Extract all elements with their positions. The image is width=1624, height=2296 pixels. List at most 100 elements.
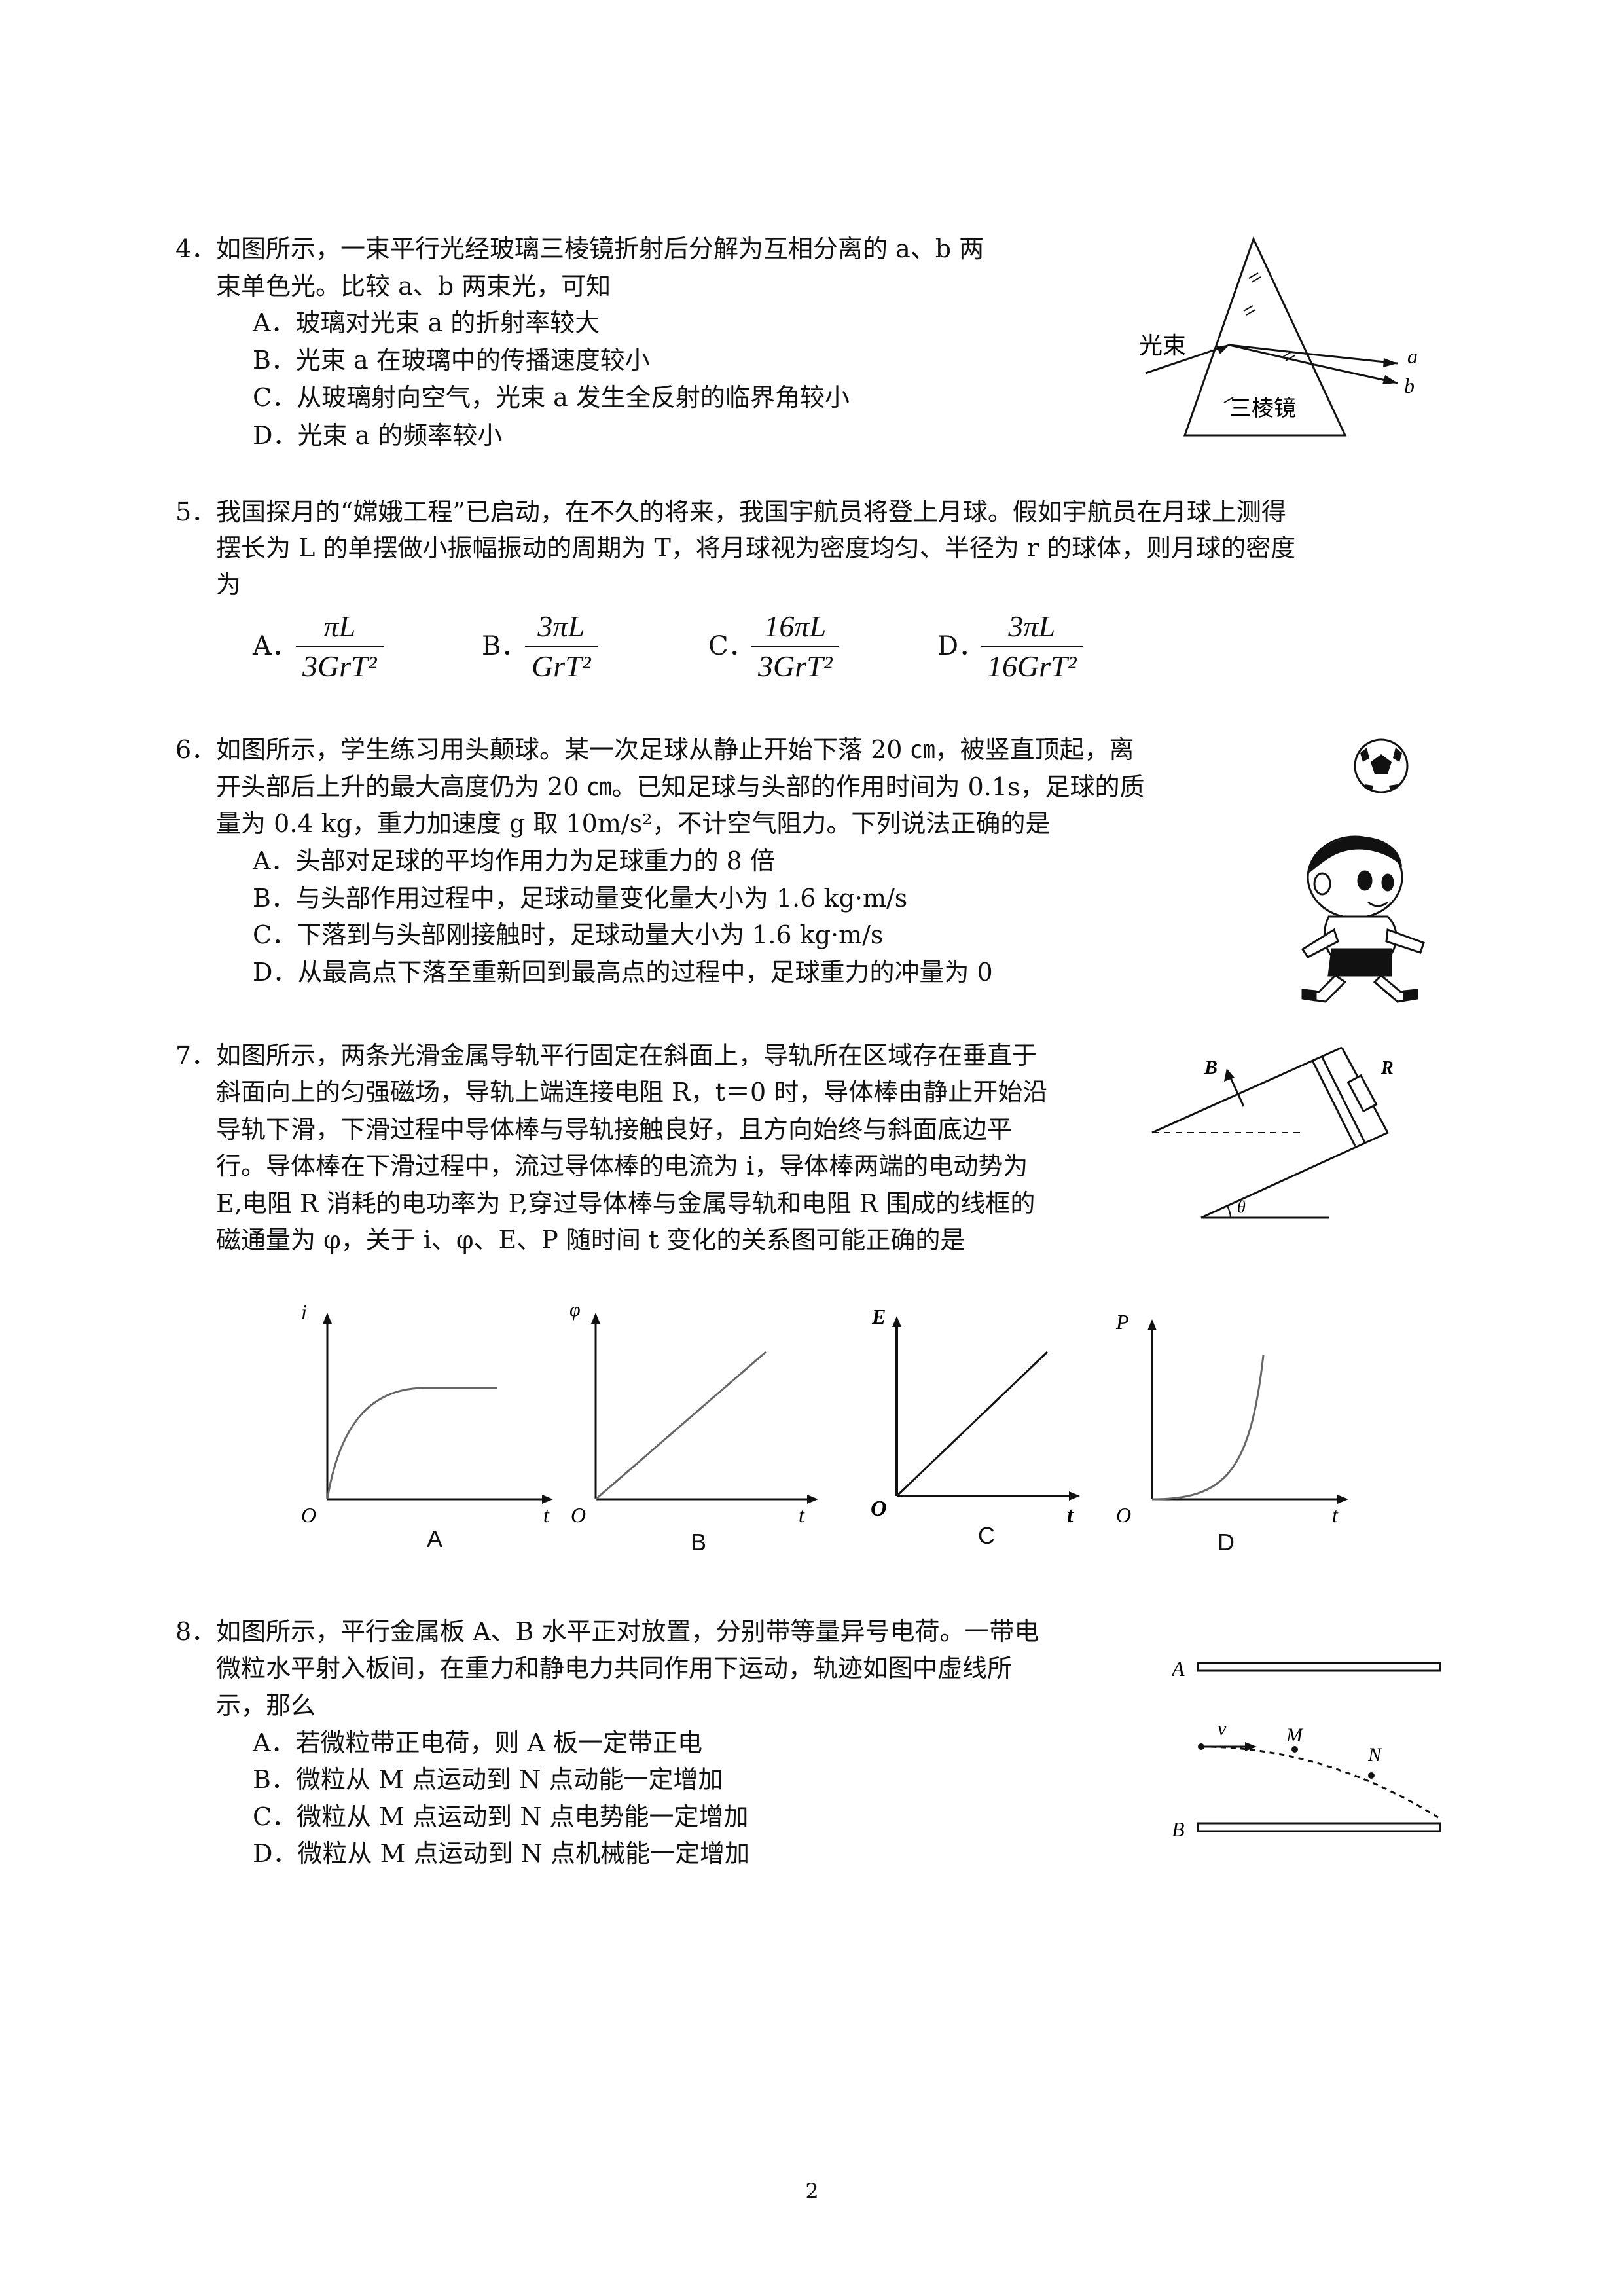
- y-label: P: [1115, 1310, 1129, 1334]
- x-label: t: [1332, 1503, 1339, 1525]
- refracted-ray: [1229, 344, 1315, 366]
- option-a: A．玻璃对光束 a 的折射率较大: [253, 308, 600, 337]
- question-number: 4．: [175, 234, 217, 263]
- question-text: 示，那么: [216, 1691, 316, 1720]
- arrow-icon: [807, 1495, 818, 1504]
- trajectory: [1200, 1745, 1441, 1820]
- arrow-icon: [1224, 1068, 1235, 1082]
- student-icon: [1301, 835, 1425, 1003]
- y-label: i: [301, 1303, 307, 1324]
- question-number: 7．: [175, 1041, 217, 1070]
- question-text: 导轨下滑，下滑过程中导体棒与导轨接触良好，且方向始终与斜面底边平: [216, 1115, 1013, 1144]
- x-label: t: [543, 1503, 550, 1525]
- arrow-icon: [1216, 345, 1229, 354]
- arrow-icon: [591, 1313, 600, 1324]
- option-b: B．微粒从 M 点运动到 N 点动能一定增加: [253, 1765, 723, 1794]
- light-label: 光束: [1139, 333, 1186, 359]
- particle: [1198, 1743, 1204, 1750]
- question-text: 如图所示，一束平行光经玻璃三棱镜折射后分解为互相分离的 a、b 两: [216, 234, 984, 263]
- graph-a-caption: A: [427, 1525, 443, 1552]
- point-m: [1291, 1746, 1298, 1753]
- angle-theta-label: θ: [1237, 1197, 1246, 1216]
- numerator: πL: [296, 608, 384, 647]
- question-number: 6．: [175, 735, 217, 764]
- rail-lower: [1200, 1131, 1388, 1219]
- question-text: 摆长为 L 的单摆做小振幅振动的周期为 T，将月球视为密度均匀、半径为 r 的球…: [216, 534, 1296, 562]
- graph-a: i O t: [301, 1303, 553, 1525]
- plate-b: [1197, 1822, 1441, 1832]
- curve: [1151, 1355, 1265, 1501]
- heading-ball-figure: [1301, 738, 1425, 1003]
- question-text: 如图所示，平行金属板 A、B 水平正对放置，分别带等量异号电荷。一带电: [216, 1617, 1039, 1646]
- conductor-rod: [1321, 1057, 1366, 1143]
- denominator: 3GrT²: [758, 649, 833, 683]
- plate-b-label: B: [1172, 1817, 1185, 1841]
- x-label: t: [1067, 1503, 1074, 1525]
- ray-b-label: b: [1404, 374, 1415, 397]
- arrow-icon: [542, 1495, 553, 1504]
- option-a-label: A．: [253, 631, 298, 661]
- arrow-icon: [323, 1313, 332, 1324]
- graph-b-caption: B: [691, 1529, 707, 1556]
- question-text: E,电阻 R 消耗的电功率为 P,穿过导体棒与金属导轨和电阻 R 围成的线框的: [216, 1189, 1036, 1218]
- question-text: 微粒水平射入板间，在重力和静电力共同作用下运动，轨迹如图中虚线所: [216, 1654, 1013, 1683]
- prism-figure: 光束 三棱镜 a b: [1139, 236, 1418, 437]
- point-n: [1368, 1772, 1375, 1779]
- ray-a-label: a: [1407, 344, 1418, 368]
- question-text: 量为 0.4 kg，重力加速度 g 取 10m/s²，不计空气阻力。下列说法正确…: [216, 809, 1051, 838]
- arrow-icon: [1382, 375, 1398, 384]
- option-d: D．微粒从 M 点运动到 N 点机械能一定增加: [253, 1839, 749, 1868]
- rail-upper: [1151, 1046, 1343, 1134]
- arrow-icon: [1337, 1495, 1348, 1504]
- parallel-plates-figure: A B v M N: [1172, 1657, 1441, 1841]
- conductor-rod: [1311, 1060, 1356, 1146]
- arrow-icon: [1383, 358, 1398, 367]
- m-label: M: [1286, 1724, 1304, 1746]
- graph-c-caption: C: [978, 1522, 995, 1549]
- question-text: 我国探月的“嫦娥工程”已启动，在不久的将来，我国宇航员将登上月球。假如宇航员在月…: [216, 498, 1286, 526]
- graph-d-caption: D: [1218, 1529, 1235, 1556]
- arrow-icon: [1147, 1319, 1157, 1330]
- question-number: 5．: [175, 498, 217, 526]
- question-text: 为: [216, 570, 242, 599]
- soccer-ball-icon: [1354, 738, 1409, 793]
- option-b: B．光束 a 在玻璃中的传播速度较小: [253, 346, 650, 374]
- prism-triangle: [1183, 236, 1347, 437]
- refracted-ray: [1229, 344, 1311, 355]
- origin-label: O: [871, 1497, 887, 1521]
- ray-a: [1310, 353, 1398, 365]
- plate-a: [1197, 1662, 1441, 1672]
- question-text: 束单色光。比较 a、b 两束光，可知: [216, 272, 611, 301]
- option-a-fraction: πL 3GrT²: [296, 608, 384, 685]
- origin-label: O: [571, 1503, 586, 1525]
- x-label: t: [799, 1503, 805, 1525]
- curve: [895, 1351, 1049, 1497]
- curve: [595, 1351, 767, 1501]
- denominator: GrT²: [532, 649, 591, 683]
- arrow-icon: [892, 1316, 901, 1327]
- resistor-r-label: R: [1380, 1058, 1394, 1078]
- arrow-icon: [1245, 1742, 1257, 1751]
- graph-b: φ O t: [569, 1299, 818, 1525]
- v-label: v: [1218, 1718, 1227, 1740]
- denominator: 16GrT²: [987, 649, 1077, 683]
- plate-a-label: A: [1172, 1657, 1185, 1681]
- option-c: C．从玻璃射向空气，光束 a 发生全反射的临界角较小: [253, 383, 850, 412]
- option-d: D．光束 a 的频率较小: [253, 421, 503, 450]
- option-c-label: C．: [708, 631, 755, 661]
- question-text: 行。导体棒在下滑过程中，流过导体棒的电流为 i，导体棒两端的电动势为: [216, 1152, 1028, 1180]
- denominator: 3GrT²: [302, 649, 377, 683]
- option-b-label: B．: [482, 631, 528, 661]
- angle-arc: [1227, 1205, 1231, 1218]
- page-number: 2: [805, 2179, 819, 2204]
- origin-label: O: [301, 1503, 316, 1525]
- graph-c: E O t: [871, 1305, 1080, 1525]
- curve: [326, 1387, 497, 1500]
- origin-label: O: [1116, 1503, 1131, 1525]
- question-text: 如图所示，两条光滑金属导轨平行固定在斜面上，导轨所在区域存在垂直于: [216, 1041, 1038, 1070]
- question-text: 斜面向上的匀强磁场，导轨上端连接电阻 R，t＝0 时，导体棒由静止开始沿: [216, 1078, 1048, 1106]
- option-b: B．与头部作用过程中，足球动量变化量大小为 1.6 kg·m/s: [253, 884, 908, 913]
- resistor-icon: [1346, 1074, 1378, 1113]
- option-a: A．若微粒带正电荷，则 A 板一定带正电: [253, 1728, 703, 1757]
- graph-d: P O t: [1115, 1310, 1348, 1525]
